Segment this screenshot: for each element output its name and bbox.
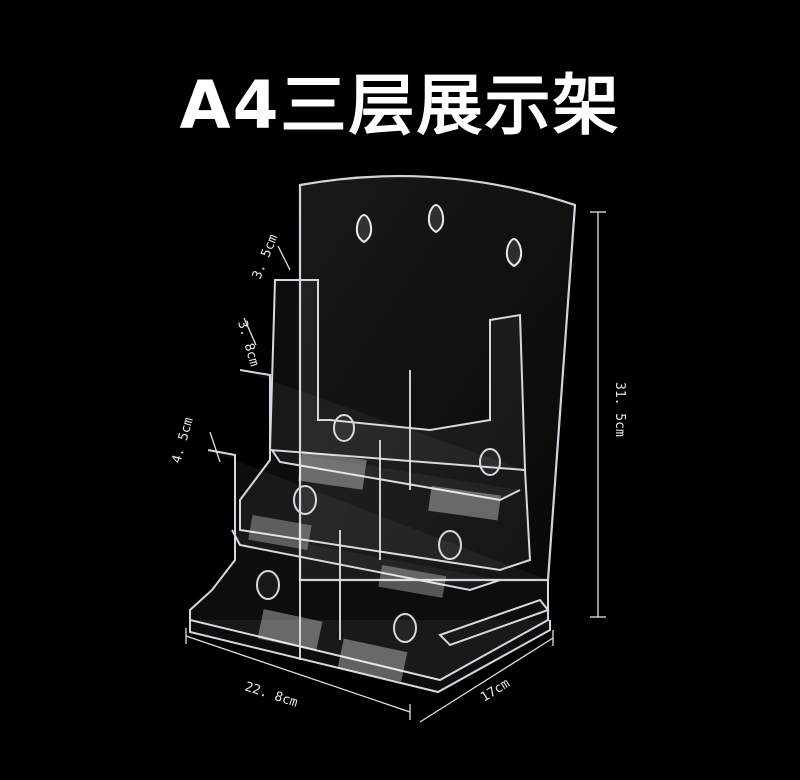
depth-dimension: 17cm [478,676,513,705]
dimension-lines [185,211,606,723]
center-dividers [299,370,411,660]
tier-bottom-dimension: 4. 5cm [169,416,196,465]
width-dimension: 22. 8cm [243,680,300,711]
tier-top [268,279,527,521]
tier-top-dimension: 3. 5cm [250,232,282,281]
tier-middle [231,369,532,598]
tier-bottom [189,449,551,694]
hanging-holes [355,204,523,268]
height-dimension: 31. 5cm [612,382,627,437]
product-title: A4三层展示架 [179,67,621,144]
tier-mid-dimension: 3. 8cm [234,319,261,368]
support-leg [438,598,550,647]
back-panel [298,174,577,582]
